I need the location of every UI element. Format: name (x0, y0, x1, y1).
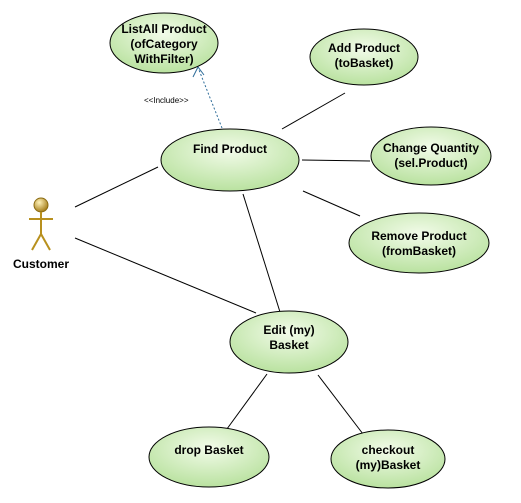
usecase-ellipse (348, 212, 490, 274)
actor-head-icon (33, 197, 49, 213)
usecase-label-line1: ListAll Product (121, 22, 206, 36)
usecase-label-line1: Edit (my) (263, 323, 314, 337)
usecase-label-line1: drop Basket (174, 443, 243, 457)
usecase-checkout[interactable]: checkout (my)Basket (330, 429, 446, 489)
usecase-label-line3: WithFilter) (134, 52, 193, 66)
usecase-change-quantity[interactable]: Change Quantity (sel.Product) (370, 126, 492, 186)
usecase-ellipse (309, 28, 419, 86)
usecase-remove-product[interactable]: Remove Product (fromBasket) (348, 212, 490, 274)
include-stereotype-label: <<Include>> (144, 96, 189, 105)
usecase-find-product[interactable]: Find Product (160, 128, 300, 192)
assoc-customer-find-product (74, 166, 159, 208)
assoc-customer-edit-basket (74, 237, 257, 314)
usecase-label-line1: Add Product (328, 41, 400, 55)
assoc-find-product-add-product (281, 92, 346, 130)
usecase-add-product[interactable]: Add Product (toBasket) (309, 28, 419, 86)
usecase-label-line2: (ofCategory (130, 37, 198, 51)
usecase-label-line2: (toBasket) (335, 56, 394, 70)
usecase-label-line1: checkout (362, 443, 415, 457)
usecase-edit-basket[interactable]: Edit (my) Basket (229, 310, 349, 374)
usecase-ellipse (109, 12, 219, 74)
actor-left-leg-icon (31, 233, 42, 251)
assoc-find-product-remove-product (302, 190, 361, 217)
usecase-list-all-product[interactable]: ListAll Product (ofCategory WithFilter) (109, 12, 219, 74)
include-arrowhead-icon (192, 66, 205, 78)
usecase-label-line1: Remove Product (371, 229, 466, 243)
usecase-ellipse (370, 126, 492, 186)
include-line (198, 69, 223, 129)
actor-right-leg-icon (40, 233, 51, 251)
usecase-ellipse (229, 310, 349, 374)
usecase-label-line2: (sel.Product) (394, 156, 467, 170)
actor-label: Customer (13, 257, 69, 271)
assoc-find-product-change-quantity (301, 159, 371, 162)
associations (74, 92, 371, 435)
usecase-label-line2: Basket (269, 338, 308, 352)
usecase-label-line2: (my)Basket (356, 458, 421, 472)
assoc-edit-basket-drop-basket (223, 373, 268, 434)
usecase-ellipse (148, 426, 270, 488)
assoc-find-product-edit-basket (242, 193, 281, 313)
assoc-edit-basket-checkout (317, 374, 364, 435)
include-dependency: <<Include>> (144, 66, 223, 129)
usecase-label-line2: (fromBasket) (382, 244, 456, 258)
usecase-ellipse (330, 429, 446, 489)
usecase-drop-basket[interactable]: drop Basket (148, 426, 270, 488)
usecase-label-line1: Change Quantity (383, 141, 479, 155)
usecase-label-line1: Find Product (193, 142, 267, 156)
actor-customer[interactable]: Customer (13, 197, 69, 271)
usecase-ellipse (160, 128, 300, 192)
